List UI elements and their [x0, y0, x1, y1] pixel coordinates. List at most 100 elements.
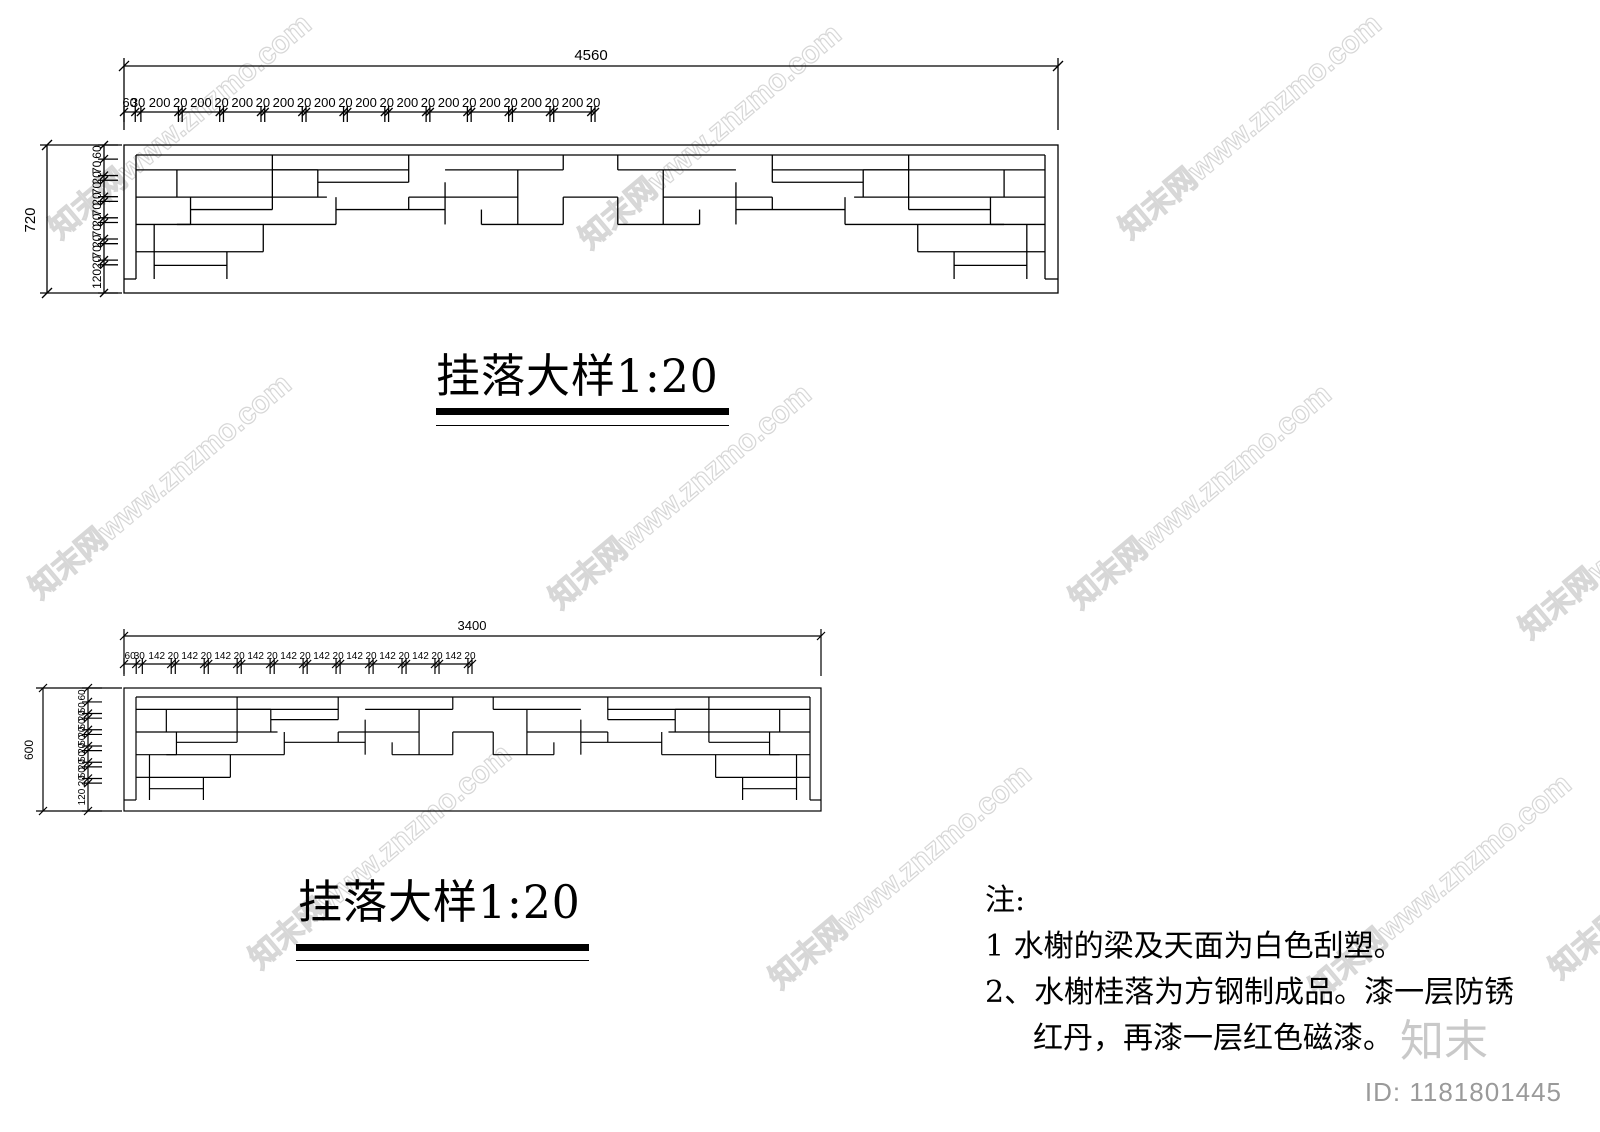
row-dim-label: 20	[90, 192, 104, 206]
segment-dim-label: 20	[421, 95, 435, 110]
watermark-text: 知末网www.znzmo.com	[1113, 8, 1387, 246]
segment-dim-label: 20	[398, 651, 410, 662]
row-dim-label: 20	[77, 759, 88, 771]
row-dim-label: 120	[77, 788, 88, 805]
row-dim-label: 20	[77, 775, 88, 787]
watermark-text: 知末网www.znzmo.com	[43, 8, 317, 246]
frame-outline	[123, 687, 822, 812]
segment-dim-label: 142	[181, 651, 198, 662]
row-dim-label: 20	[90, 255, 104, 269]
dim-tick	[816, 631, 826, 641]
overall-width-label: 3400	[458, 618, 487, 633]
height-label: 600	[22, 740, 36, 760]
row-dim-label: 70	[90, 203, 104, 217]
row-dim-label: 20	[77, 726, 88, 738]
drawing1-title: 挂落大样1:20	[436, 349, 719, 404]
segment-dim-label: 30	[131, 95, 145, 110]
segment-dim-label: 142	[214, 651, 231, 662]
segment-dim-label: 200	[562, 95, 584, 110]
row-dim-label: 20	[90, 234, 104, 248]
segment-dim-label: 142	[148, 651, 165, 662]
segment-dim-label: 200	[149, 95, 171, 110]
drawing2-title-underline-thin	[296, 960, 589, 961]
segment-dim-label: 60	[125, 651, 137, 662]
segment-dim-label: 20	[464, 651, 476, 662]
segment-dim-label: 30	[134, 651, 146, 662]
watermark-text: 知末网www.znzmo.com	[23, 368, 297, 606]
segment-dim-label: 200	[273, 95, 295, 110]
height-label: 720	[22, 207, 39, 232]
row-dim-ticks	[82, 683, 102, 816]
row-dim-label: 70	[90, 245, 104, 259]
dim-tick	[119, 631, 129, 641]
row-dim-label: 20	[77, 710, 88, 722]
segment-dim-label: 142	[445, 651, 462, 662]
note-item-1: 1 水榭的梁及天面为白色刮塑。	[985, 929, 1404, 964]
segment-dim-label: 200	[438, 95, 460, 110]
segment-dim-label: 142	[247, 651, 264, 662]
drawing2-title: 挂落大样1:20	[298, 875, 581, 930]
row-dim-label: 20	[90, 213, 104, 227]
segment-dim-ticks	[119, 106, 600, 122]
segment-dim-label: 20	[256, 95, 270, 110]
row-dim-label: 20	[77, 742, 88, 754]
row-dim-label: 50	[77, 750, 88, 762]
segment-dim-label: 20	[462, 95, 476, 110]
gualuo-detail-drawing-2	[36, 629, 826, 816]
segment-dim-label: 20	[173, 95, 187, 110]
row-dim-label: 70	[90, 181, 104, 195]
dim-tick	[118, 60, 130, 72]
row-dim-label: 60	[77, 689, 88, 701]
segment-dim-ticks	[119, 658, 477, 674]
segment-dim-label: 142	[313, 651, 330, 662]
watermark-text: 知末网www.znzmo.com	[1063, 378, 1337, 616]
watermark-layer: 知末网www.znzmo.com 知末网www.znzmo.com 知末网www.z…	[23, 7, 1600, 1006]
segment-dim-label: 200	[190, 95, 212, 110]
lattice-pattern	[136, 155, 1045, 279]
segment-dim-label: 200	[479, 95, 501, 110]
dim-tick	[41, 139, 53, 151]
image-id-label: ID: 1181801445	[1364, 1077, 1562, 1107]
drawing1-title-underline-thin	[436, 425, 729, 426]
watermark-text: 知末网www.znzmo.com	[1513, 408, 1600, 646]
segment-dim-label: 142	[412, 651, 429, 662]
notes-heading: 注:	[985, 883, 1026, 918]
segment-dim-label: 20	[365, 651, 377, 662]
overall-width-label: 4560	[574, 47, 607, 64]
frame-outline	[123, 144, 1059, 294]
segment-dim-label: 200	[396, 95, 418, 110]
row-dim-label: 50	[77, 702, 88, 714]
segment-dim-label: 60	[122, 95, 136, 110]
segment-dim-label: 142	[346, 651, 363, 662]
drawing2-title-block: 挂落大样1:20	[298, 866, 581, 930]
segment-dim-label: 20	[338, 95, 352, 110]
row-dim-label: 60	[90, 145, 104, 159]
notes-block: 注: 1 水榭的梁及天面为白色刮塑。 2、水榭桂落为方钢制成品。漆一层防锈 红丹…	[985, 878, 1514, 1062]
watermark-text: 知末网www.znzmo.com	[243, 738, 517, 976]
drawing2-title-underline-thick	[296, 944, 589, 951]
segment-dim-label: 200	[355, 95, 377, 110]
dim-tick	[38, 683, 48, 693]
lattice-pattern	[136, 697, 810, 800]
segment-dim-label: 200	[314, 95, 336, 110]
drawing1-title-block: 挂落大样1:20	[436, 340, 719, 404]
row-dim-label: 50	[77, 734, 88, 746]
row-dim-label: 50	[77, 767, 88, 779]
note-item-2-continued: 红丹，再漆一层红色磁漆。	[1033, 1021, 1393, 1056]
segment-dim-label: 20	[586, 95, 600, 110]
row-dim-label: 70	[90, 224, 104, 238]
row-dim-ticks	[98, 140, 118, 298]
segment-dim-label: 200	[231, 95, 253, 110]
dim-tick	[1052, 60, 1064, 72]
row-dim-label: 50	[77, 718, 88, 730]
dim-tick	[38, 806, 48, 816]
row-dim-label: 120	[90, 269, 104, 289]
segment-dim-label: 20	[234, 651, 246, 662]
segment-dim-label: 142	[379, 651, 396, 662]
gualuo-detail-drawing-1	[40, 58, 1064, 299]
drawing1-title-underline-thick	[436, 408, 729, 415]
